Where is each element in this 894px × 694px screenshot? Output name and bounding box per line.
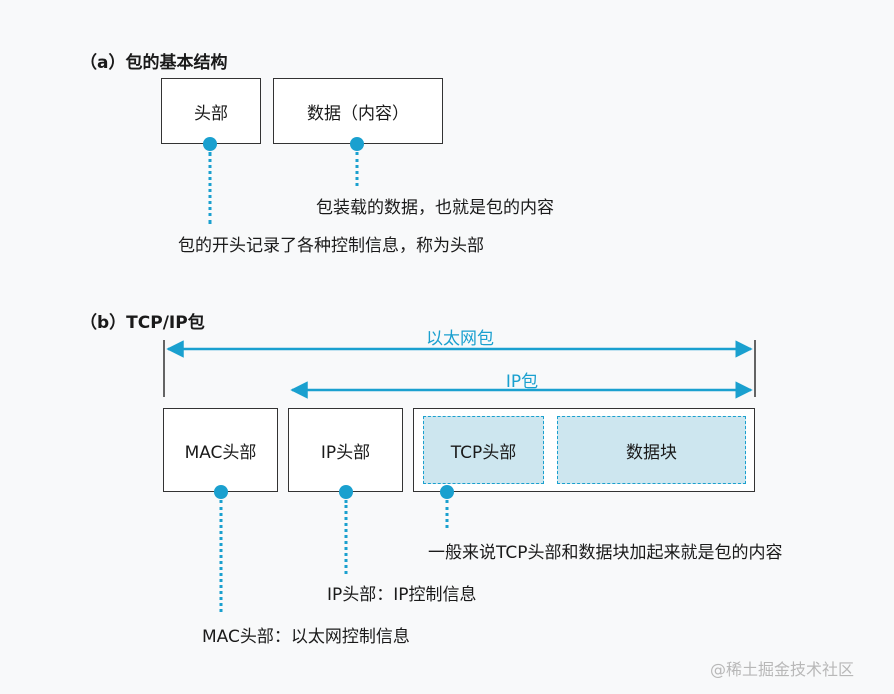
header-leader-line	[208, 152, 212, 224]
data-block-label: 数据块	[626, 442, 677, 463]
header-marker	[203, 137, 217, 151]
ip-leader-line	[344, 500, 348, 574]
data-leader-line	[355, 152, 359, 186]
tcp-header-label: TCP头部	[450, 442, 517, 463]
mac-header-box: MAC头部	[163, 408, 278, 492]
tcp-leader-line	[445, 500, 449, 528]
data-marker	[350, 137, 364, 151]
data-note: 包装载的数据，也就是包的内容	[316, 198, 554, 218]
ip-note: IP头部：IP控制信息	[327, 585, 477, 605]
data-block-box: 数据块	[557, 416, 746, 484]
data-box: 数据（内容）	[273, 78, 443, 144]
mac-note: MAC头部：以太网控制信息	[202, 627, 410, 647]
mac-leader-line	[219, 500, 223, 612]
mac-marker	[214, 485, 228, 499]
header-note: 包的开头记录了各种控制信息，称为头部	[178, 236, 484, 256]
tcp-header-box: TCP头部	[423, 416, 544, 484]
ip-marker	[339, 485, 353, 499]
tcp-marker	[440, 485, 454, 499]
section-a-title: （a）包的基本结构	[80, 53, 228, 73]
section-b-title: （b）TCP/IP包	[80, 313, 205, 333]
ip-header-box: IP头部	[288, 408, 403, 492]
tcp-note: 一般来说TCP头部和数据块加起来就是包的内容	[428, 543, 783, 563]
ethernet-label: 以太网包	[426, 329, 494, 349]
ip-header-label: IP头部	[320, 442, 371, 463]
ip-label: IP包	[505, 372, 539, 392]
mac-header-label: MAC头部	[184, 442, 257, 463]
header-box-label: 头部	[194, 103, 228, 124]
watermark: @稀土掘金技术社区	[710, 660, 855, 679]
data-box-label: 数据（内容）	[307, 103, 409, 124]
